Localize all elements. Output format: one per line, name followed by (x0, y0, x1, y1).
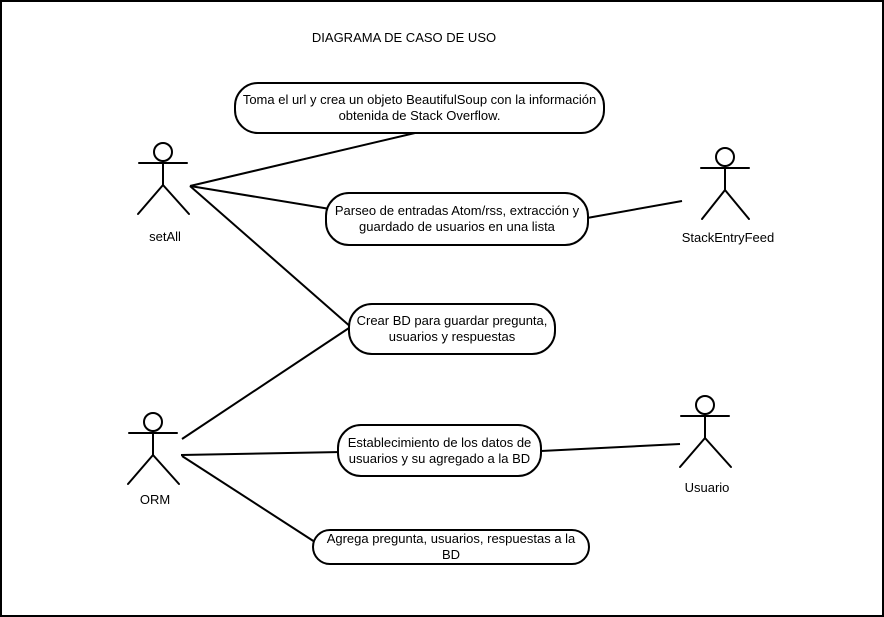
use-case-label: Crear BD para guardar pregunta, usuarios… (356, 313, 548, 344)
actor-head (143, 412, 163, 432)
actor-right-leg (162, 184, 190, 215)
use-case-label: Toma el url y crea un objeto BeautifulSo… (242, 92, 597, 123)
use-case-label: Parseo de entradas Atom/rss, extracción … (334, 203, 580, 234)
use-case-toma-url: Toma el url y crea un objeto BeautifulSo… (234, 82, 605, 134)
use-case-crear-bd: Crear BD para guardar pregunta, usuarios… (348, 303, 556, 355)
association-lines (180, 132, 683, 545)
actor-right-leg (724, 189, 750, 220)
association-orm-uc4 (180, 451, 343, 456)
use-case-label: Establecimiento de los datos de usuarios… (347, 434, 532, 466)
actor-right-leg (704, 437, 732, 468)
use-case-establecimiento-datos: Establecimiento de los datos de usuarios… (337, 424, 542, 477)
actor-head (715, 147, 735, 167)
actor-left-leg (137, 184, 164, 215)
actor-figure-stackentryfeed (700, 147, 750, 220)
association-orm-uc5 (181, 455, 319, 545)
association-orm-uc3 (181, 325, 353, 440)
use-case-agrega-pregunta: Agrega pregunta, usuarios, respuestas a … (312, 529, 590, 565)
association-setall-uc3 (189, 185, 353, 329)
actor-figure-setall (137, 142, 190, 215)
association-uc4-usuario (540, 443, 681, 452)
actor-label-orm: ORM (139, 492, 171, 507)
association-setall-uc1 (189, 132, 416, 187)
actor-left-leg (127, 454, 154, 485)
actor-figure-orm (127, 412, 180, 485)
use-case-label: Agrega pregunta, usuarios, respuestas a … (326, 531, 576, 562)
actor-left-leg (679, 437, 706, 468)
association-uc2-stackentryfeed (586, 200, 683, 219)
actor-figure-usuario (679, 395, 732, 468)
association-setall-uc2 (189, 185, 331, 210)
diagram-title: DIAGRAMA DE CASO DE USO (311, 30, 497, 45)
actor-right-leg (152, 454, 180, 485)
actor-label-stackentryfeed: StackEntryFeed (681, 230, 775, 245)
actor-label-usuario: Usuario (684, 480, 730, 495)
use-case-parseo-entradas: Parseo de entradas Atom/rss, extracción … (325, 192, 589, 246)
actor-head (153, 142, 173, 162)
actor-head (695, 395, 715, 415)
actor-label-setall: setAll (149, 229, 181, 244)
actor-left-leg (701, 189, 726, 220)
